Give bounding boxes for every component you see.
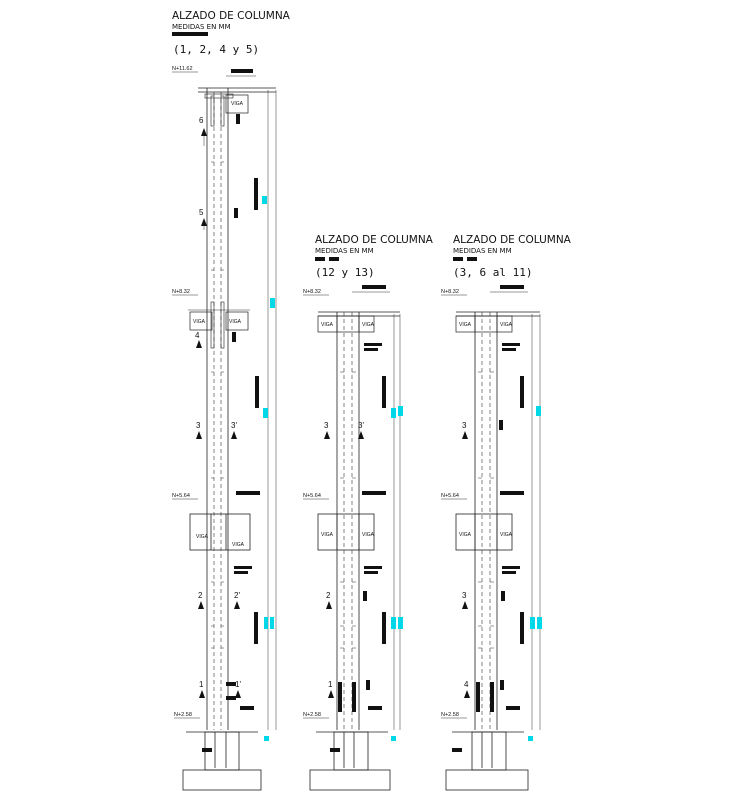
column-1-group: (1, 2, 4 y 5) bbox=[173, 43, 259, 56]
column-3-title: ALZADO DE COLUMNA bbox=[453, 234, 572, 246]
column-1-level-top: N+11.62 bbox=[172, 66, 193, 72]
column-1-beam-label-left: VIGA bbox=[193, 319, 206, 325]
section-mark: 3' bbox=[358, 421, 364, 430]
column-1-beam-label-right: VIGA bbox=[229, 319, 242, 325]
column-3-beam-label-right: VIGA bbox=[500, 532, 513, 538]
section-mark: 3' bbox=[231, 421, 237, 430]
section-mark: 1' bbox=[235, 680, 241, 689]
column-1-scale-bar bbox=[172, 32, 208, 36]
column-elevation-2: ALZADO DE COLUMNA MEDIDAS EN MM (12 y 13… bbox=[303, 234, 434, 791]
column-1-level-1: N+8.32 bbox=[172, 289, 190, 295]
column-elevation-3: ALZADO DE COLUMNA MEDIDAS EN MM (3, 6 al… bbox=[441, 234, 572, 791]
section-mark: 1 bbox=[199, 680, 204, 689]
column-1-section-marks: 6 5 4 3 3' 2 2' 1 1' bbox=[195, 116, 241, 698]
column-1-subtitle: MEDIDAS EN MM bbox=[172, 23, 231, 31]
column-3-subtitle: MEDIDAS EN MM bbox=[453, 247, 512, 255]
section-mark: 3 bbox=[462, 421, 467, 430]
column-3-beam-label-left: VIGA bbox=[459, 532, 472, 538]
section-mark: 6 bbox=[199, 116, 204, 125]
section-mark: 3 bbox=[462, 591, 467, 600]
column-3-beam-label-top-right: VIGA bbox=[500, 322, 513, 328]
column-2-subtitle: MEDIDAS EN MM bbox=[315, 247, 374, 255]
column-1-beam-label-top: VIGA bbox=[231, 101, 244, 107]
column-3-beam-label-top-left: VIGA bbox=[459, 322, 472, 328]
column-2-beam-label-top-right: VIGA bbox=[362, 322, 375, 328]
column-2-level-2: N+5.64 bbox=[303, 493, 321, 499]
column-2-group: (12 y 13) bbox=[315, 266, 375, 279]
section-mark: 4 bbox=[195, 331, 200, 340]
column-1-level-3: N+2.58 bbox=[174, 712, 192, 718]
column-3-level-1: N+8.32 bbox=[441, 289, 459, 295]
column-elevation-1: ALZADO DE COLUMNA MEDIDAS EN MM (1, 2, 4… bbox=[172, 10, 291, 791]
column-3-group: (3, 6 al 11) bbox=[453, 266, 532, 279]
column-1-level-2: N+5.64 bbox=[172, 493, 190, 499]
section-mark: 3 bbox=[324, 421, 329, 430]
column-1-beam-label-l2-left: VIGA bbox=[196, 534, 209, 540]
column-2-beam-label-right: VIGA bbox=[362, 532, 375, 538]
section-mark: 2 bbox=[326, 591, 331, 600]
column-2-beam-label-left: VIGA bbox=[321, 532, 334, 538]
section-mark: 5 bbox=[199, 208, 204, 217]
column-2-beam-label-top-left: VIGA bbox=[321, 322, 334, 328]
column-2-title: ALZADO DE COLUMNA bbox=[315, 234, 434, 246]
column-3-level-3: N+2.58 bbox=[441, 712, 459, 718]
section-mark: 2' bbox=[234, 591, 240, 600]
column-2-level-1: N+8.32 bbox=[303, 289, 321, 295]
section-mark: 4 bbox=[464, 680, 469, 689]
section-mark: 1 bbox=[328, 680, 333, 689]
column-1-beam-label-l2-right: VIGA bbox=[232, 542, 245, 548]
column-2-section-marks: 3 3' 2 1 bbox=[324, 421, 364, 698]
column-3-level-2: N+5.64 bbox=[441, 493, 459, 499]
column-3-section-marks: 3 3 4 bbox=[462, 421, 470, 698]
section-mark: 2 bbox=[198, 591, 203, 600]
column-1-title: ALZADO DE COLUMNA bbox=[172, 10, 291, 22]
column-2-level-3: N+2.58 bbox=[303, 712, 321, 718]
section-mark: 3 bbox=[196, 421, 201, 430]
